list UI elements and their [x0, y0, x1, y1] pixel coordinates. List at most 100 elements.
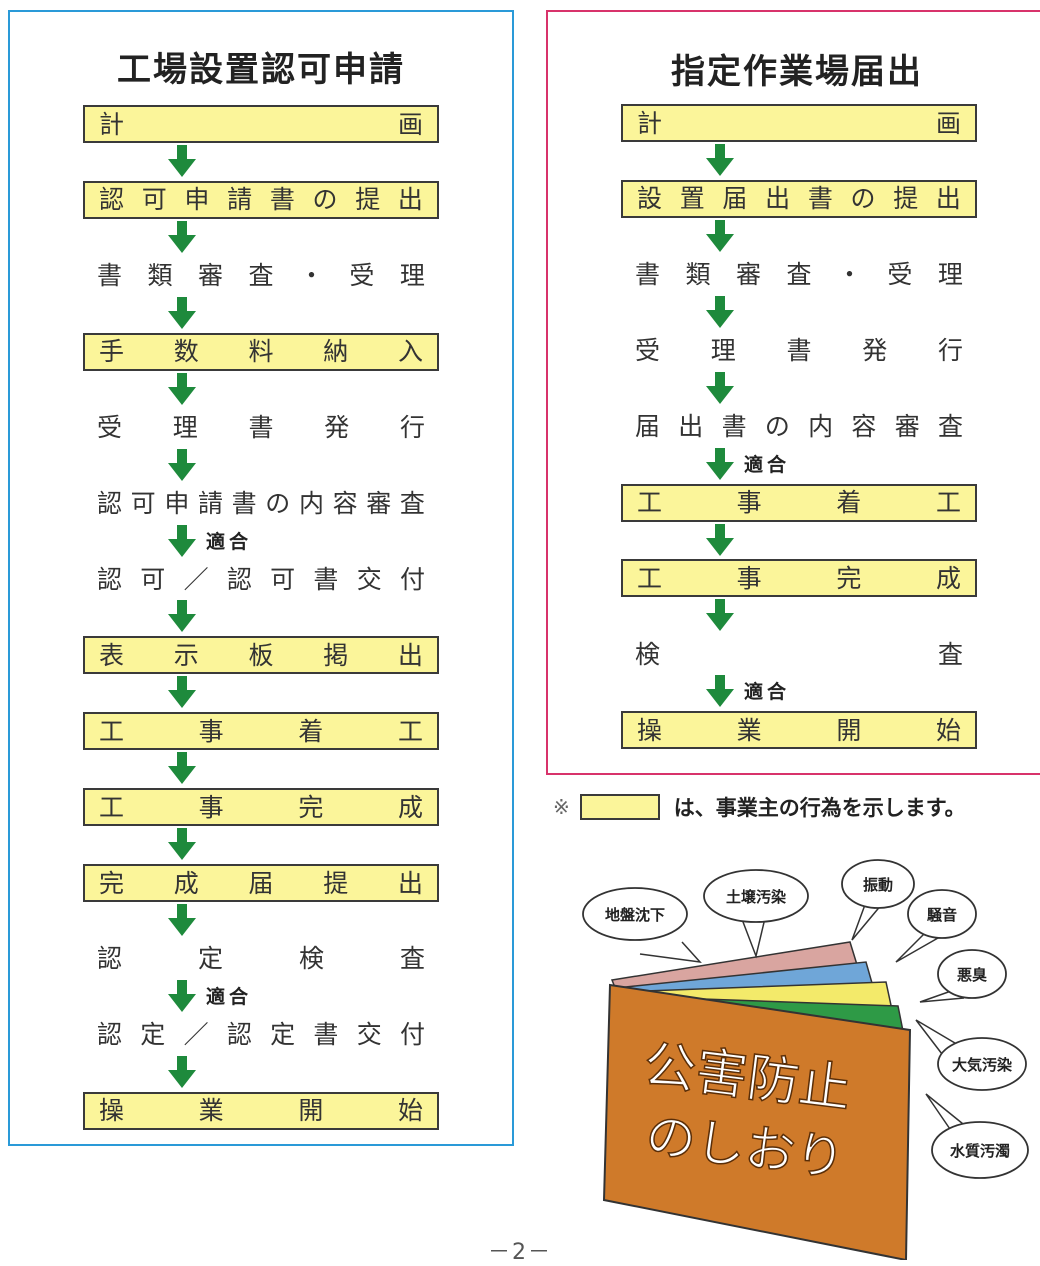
left-step-6-char: 審 — [366, 489, 392, 518]
left-step-9-char: 着 — [298, 716, 324, 746]
right-step-3-char: ・ — [836, 260, 862, 290]
right-step-5-char: 審 — [894, 412, 920, 442]
right-step-2-char: の — [850, 184, 876, 214]
right-step-3-char: 類 — [685, 260, 711, 290]
left-conform-label: 適合 — [206, 985, 253, 1008]
left-step-10-char: 成 — [397, 792, 423, 822]
bubble-vibration-label: 振動 — [863, 876, 893, 894]
left-arrow-down-icon — [168, 372, 196, 405]
bubble-water-label: 水質汚濁 — [950, 1142, 1010, 1160]
left-step-14-char: 操 — [99, 1096, 125, 1126]
left-step-14-char: 開 — [298, 1096, 324, 1126]
left-step-13-char: 書 — [313, 1020, 339, 1050]
left-step-6-char: 内 — [298, 489, 324, 518]
left-step-11-char: 出 — [397, 868, 423, 898]
right-step-4-char: 行 — [937, 336, 963, 366]
left-arrow-down-icon — [168, 676, 196, 709]
left-arrow-down-icon — [168, 296, 196, 329]
right-step-1-char: 計 — [637, 108, 663, 138]
right-step-5-char: 内 — [808, 412, 834, 442]
right-arrow-down-icon — [706, 144, 734, 176]
left-step-2-char: 提 — [355, 185, 381, 215]
right-step-4-char: 書 — [786, 336, 812, 366]
left-step-3-char: 査 — [248, 261, 274, 291]
right-step-3-char: 査 — [786, 260, 812, 290]
right-step-1: 計画 — [621, 104, 977, 142]
left-step-6: 認可申請書の内容審査 — [83, 485, 439, 523]
left-step-7-char: 書 — [313, 564, 339, 594]
left-step-2: 認可申請書の提出 — [83, 180, 439, 219]
left-arrow-down-icon — [168, 145, 196, 177]
left-step-7-char: 付 — [399, 564, 425, 594]
left-step-10-char: 工 — [99, 792, 125, 822]
right-step-4: 受理書発行 — [621, 332, 977, 370]
left-step-5-char: 行 — [399, 413, 425, 443]
left-step-13-char: 認 — [97, 1020, 123, 1050]
right-arrow-down-icon — [706, 599, 734, 632]
right-step-8-char: 検 — [635, 639, 661, 669]
left-step-2-char: 可 — [141, 185, 167, 215]
right-step-7: 工事完成 — [621, 559, 977, 598]
right-step-8: 検査 — [621, 635, 977, 673]
right-step-9: 操業開始 — [621, 711, 977, 750]
right-step-5: 届出書の内容審査 — [621, 408, 977, 446]
left-step-6-char: 書 — [231, 489, 257, 518]
right-step-5-char: の — [764, 412, 790, 442]
left-step-13-char: ／ — [183, 1020, 209, 1050]
left-step-5-char: 受 — [97, 413, 123, 443]
right-step-2-char: 設 — [637, 184, 663, 214]
bubble-air: 大気汚染 — [915, 1019, 1027, 1091]
left-step-12-char: 定 — [197, 944, 223, 974]
right-step-5-char: 査 — [937, 412, 963, 442]
left-step-13-char: 定 — [140, 1020, 166, 1050]
left-step-5-char: 書 — [248, 413, 274, 443]
right-arrow-down-icon — [706, 447, 734, 480]
right-step-4-char: 受 — [635, 336, 661, 366]
bubble-noise-label: 騒音 — [927, 906, 957, 924]
left-step-2-char: 請 — [227, 185, 253, 215]
right-step-7-char: 成 — [935, 563, 961, 593]
right-step-6: 工事着工 — [621, 483, 977, 522]
left-step-9: 工事着工 — [83, 712, 439, 751]
left-step-13: 認定／認定書交付 — [83, 1016, 439, 1054]
right-step-5-char: 届 — [635, 412, 661, 442]
left-step-7-char: 可 — [140, 564, 166, 594]
left-step-14-char: 業 — [198, 1096, 224, 1126]
left-step-5: 受理書発行 — [83, 409, 439, 447]
legend-text: は、事業主の行為を示します。 — [673, 796, 966, 820]
left-arrow-down-icon — [168, 448, 196, 481]
left-step-12: 認定検査 — [83, 940, 439, 978]
left-step-8: 表示板掲出 — [83, 636, 439, 675]
left-step-7-char: 認 — [97, 564, 123, 594]
right-conform-label: 適合 — [744, 453, 791, 476]
booklet-cover — [602, 983, 912, 1260]
right-step-9-char: 始 — [935, 715, 961, 745]
right-step-3-char: 審 — [735, 260, 761, 290]
bubble-subsidence: 地盤沈下 — [582, 887, 702, 964]
left-step-14: 操業開始 — [83, 1091, 439, 1130]
right-step-9-char: 操 — [637, 715, 663, 745]
left-step-6-char: 査 — [399, 489, 425, 518]
bubble-soil-label: 土壌汚染 — [726, 888, 787, 906]
left-arrow-down-icon — [168, 828, 196, 861]
left-step-6-char: 認 — [97, 489, 123, 518]
left-arrow-down-icon — [168, 220, 196, 253]
left-step-13-char: 認 — [226, 1020, 252, 1050]
bubble-subsidence-label: 地盤沈下 — [605, 906, 665, 924]
left-step-2-char: 出 — [397, 185, 423, 215]
left-step-12-char: 認 — [97, 944, 123, 974]
right-step-8-char: 査 — [937, 639, 963, 669]
left-step-11-char: 届 — [248, 868, 274, 898]
right-step-6-char: 事 — [736, 488, 762, 517]
right-step-4-char: 理 — [710, 336, 736, 366]
left-step-9-char: 事 — [198, 716, 224, 746]
left-step-6-char: 請 — [197, 489, 223, 518]
right-step-7-char: 事 — [736, 563, 762, 593]
right-arrow-down-icon — [706, 523, 734, 556]
left-step-13-char: 定 — [270, 1020, 296, 1050]
left-step-11-char: 提 — [323, 868, 349, 898]
bubble-odor-label: 悪臭 — [957, 966, 987, 984]
right-step-9-char: 業 — [736, 715, 762, 745]
right-step-3-char: 理 — [937, 260, 963, 290]
left-arrow-down-icon — [168, 752, 196, 785]
